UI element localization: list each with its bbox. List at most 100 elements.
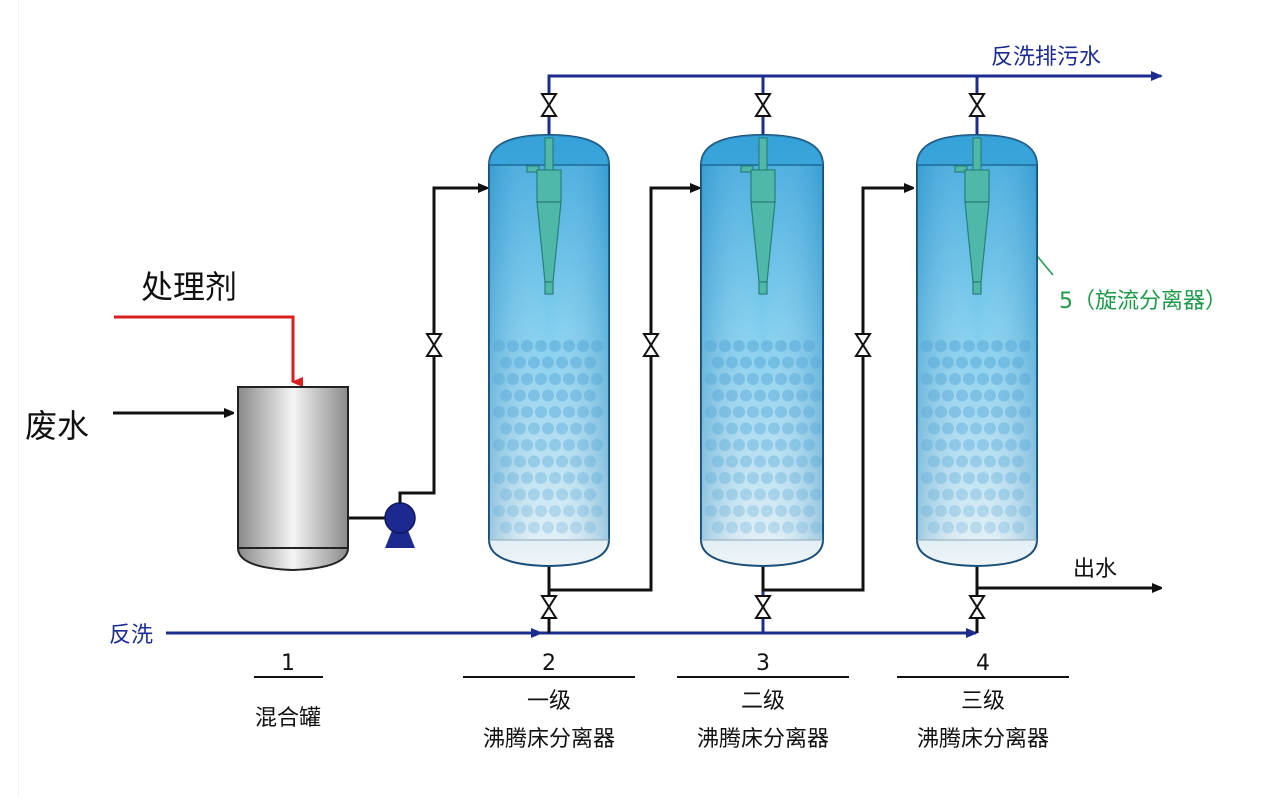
particle: [528, 389, 540, 402]
valve-icon[interactable]: [968, 93, 986, 117]
particle: [935, 472, 947, 484]
particle: [1019, 472, 1031, 484]
particle: [956, 488, 968, 501]
valve-icon[interactable]: [425, 333, 443, 357]
separator-vessel-3: [700, 133, 824, 568]
particle: [761, 373, 773, 385]
particle: [977, 472, 989, 484]
mixing-tank: [237, 386, 349, 572]
valve-body: [540, 93, 558, 117]
particle: [591, 340, 603, 352]
particle: [726, 488, 738, 501]
unit-number: 3: [756, 651, 770, 676]
particle: [535, 373, 547, 385]
particle: [514, 389, 526, 402]
particle: [942, 521, 954, 534]
valve-icon[interactable]: [540, 595, 558, 619]
particle: [991, 340, 1003, 352]
particle: [796, 356, 808, 369]
particle: [500, 422, 512, 435]
cyclone-underflow: [758, 281, 768, 295]
particle: [556, 521, 568, 534]
particle: [1005, 406, 1017, 418]
particle: [789, 439, 801, 451]
cyclone-separator-icon: [954, 137, 990, 295]
separator-vessel-4: [916, 133, 1038, 568]
particle: [705, 439, 717, 451]
particle: [705, 472, 717, 484]
particle: [528, 488, 540, 501]
valve-body: [425, 333, 443, 357]
pump-base: [385, 528, 415, 548]
particle: [1019, 373, 1031, 385]
particle: [521, 340, 533, 352]
particle: [949, 406, 961, 418]
particle: [803, 439, 815, 451]
particle: [535, 439, 547, 451]
particle: [514, 488, 526, 501]
label-wastewater: 废水: [25, 407, 89, 445]
particle: [977, 439, 989, 451]
particle: [1012, 389, 1024, 402]
particle: [507, 373, 519, 385]
particle: [956, 389, 968, 402]
particle: [984, 389, 996, 402]
particle: [921, 505, 933, 517]
cyclone-separator-icon: [740, 137, 776, 295]
particle: [719, 406, 731, 418]
agent-pipe: [114, 315, 303, 387]
particle: [928, 389, 940, 402]
particle: [584, 389, 596, 402]
particle: [570, 521, 582, 534]
valve-icon[interactable]: [854, 333, 872, 357]
particle: [712, 422, 724, 435]
particle: [493, 406, 505, 418]
particle: [775, 340, 787, 352]
particle: [796, 455, 808, 468]
particle: [500, 455, 512, 468]
particle: [782, 488, 794, 501]
particle: [493, 505, 505, 517]
particle: [789, 406, 801, 418]
particle: [949, 373, 961, 385]
cyclone-underflow: [972, 281, 982, 295]
particle: [556, 422, 568, 435]
particle: [740, 389, 752, 402]
particle: [577, 406, 589, 418]
particle: [507, 505, 519, 517]
particle: [970, 521, 982, 534]
label-cyclone: 5（旋流分离器）: [1059, 289, 1227, 314]
particle: [977, 406, 989, 418]
particle: [754, 455, 766, 468]
cyclone-cylinder: [964, 169, 990, 203]
valve-icon[interactable]: [642, 333, 660, 357]
valve-icon[interactable]: [754, 93, 772, 117]
valve-icon[interactable]: [540, 93, 558, 117]
particle: [570, 389, 582, 402]
unit-label-3: 3 二级 沸腾床分离器: [677, 651, 849, 752]
particle: [754, 521, 766, 534]
particle: [563, 406, 575, 418]
particle: [705, 505, 717, 517]
particle: [803, 406, 815, 418]
particle: [956, 422, 968, 435]
particle: [1012, 356, 1024, 369]
particle: [514, 422, 526, 435]
label-backwash: 反洗: [109, 623, 153, 648]
valve-icon[interactable]: [968, 595, 986, 619]
particle: [928, 521, 940, 534]
particle: [740, 455, 752, 468]
particle: [500, 488, 512, 501]
particle: [563, 373, 575, 385]
unit-name: 三级: [961, 689, 1005, 714]
cyclone-overflow-pipe: [758, 137, 768, 174]
particle: [935, 340, 947, 352]
valve-body: [642, 333, 660, 357]
particle: [1019, 406, 1031, 418]
particle: [584, 356, 596, 369]
particle: [542, 455, 554, 468]
unit-type: 沸腾床分离器: [917, 727, 1049, 752]
particle: [796, 488, 808, 501]
particle: [789, 340, 801, 352]
valve-icon[interactable]: [754, 595, 772, 619]
